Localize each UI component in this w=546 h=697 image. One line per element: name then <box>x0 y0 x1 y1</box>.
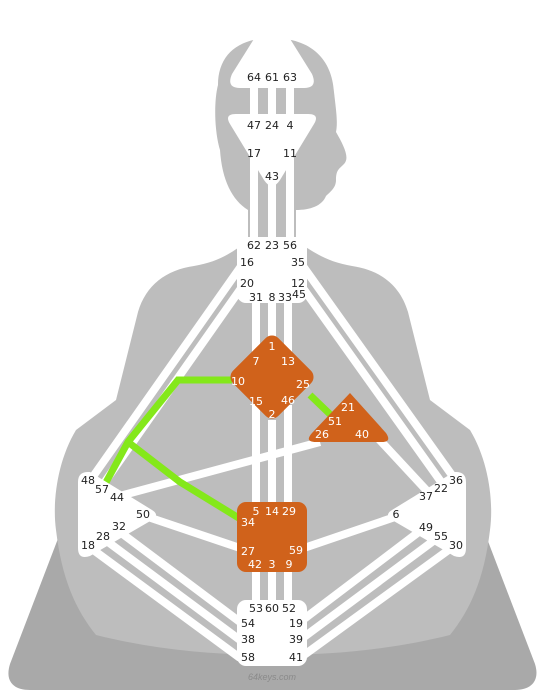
channel-10-57-defined <box>100 376 232 488</box>
gate-label: 34 <box>241 516 255 529</box>
gate-label: 36 <box>449 474 463 487</box>
center-heart <box>308 393 389 442</box>
gate-label: 55 <box>434 530 448 543</box>
channel-12-22 <box>296 281 448 489</box>
gate-label: 30 <box>449 539 463 552</box>
gate-label: 52 <box>282 602 296 615</box>
channel-26-44 <box>114 438 322 501</box>
gate-label: 49 <box>419 521 433 534</box>
gate-label: 14 <box>265 505 279 518</box>
channel-32-54 <box>109 522 243 626</box>
center-head <box>230 10 314 88</box>
center-solar-plexus <box>388 472 466 557</box>
gate-label: 31 <box>249 291 263 304</box>
gate-label: 12 <box>291 277 305 290</box>
gate-label: 1 <box>269 340 276 353</box>
gate-label: 26 <box>315 428 329 441</box>
gate-label: 2 <box>269 408 276 421</box>
gate-label: 51 <box>328 415 342 428</box>
gate-label: 18 <box>81 539 95 552</box>
gate-label: 43 <box>265 170 279 183</box>
gate-label: 60 <box>265 602 279 615</box>
gate-label: 54 <box>241 617 255 630</box>
channel-34-57-defined <box>125 439 244 523</box>
gate-label: 3 <box>269 558 276 571</box>
gate-label: 27 <box>241 545 255 558</box>
gate-label: 39 <box>289 633 303 646</box>
channel-59-6 <box>302 512 400 552</box>
gate-label: 46 <box>281 394 295 407</box>
center-sacral <box>237 502 307 572</box>
gate-label: 25 <box>296 378 310 391</box>
gate-numbers: 64 61 63 47 24 4 17 11 43 62 23 56 16 35… <box>81 71 463 664</box>
gate-label: 53 <box>249 602 263 615</box>
channel-35-36 <box>296 259 458 481</box>
gate-label: 4 <box>287 119 294 132</box>
gate-label: 29 <box>282 505 296 518</box>
gate-label: 42 <box>248 558 262 571</box>
gate-label: 19 <box>289 617 303 630</box>
gate-label: 40 <box>355 428 369 441</box>
gate-label: 59 <box>289 544 303 557</box>
gate-label: 6 <box>393 508 400 521</box>
gate-label: 62 <box>247 239 261 252</box>
centers <box>78 10 466 666</box>
gate-label: 63 <box>283 71 297 84</box>
channel-50-27 <box>146 513 242 552</box>
gate-label: 5 <box>253 505 260 518</box>
channel-18-58 <box>85 542 243 662</box>
gate-label: 15 <box>249 395 263 408</box>
center-g <box>230 335 314 419</box>
gate-label: 13 <box>281 355 295 368</box>
gate-label: 56 <box>283 239 297 252</box>
gate-label: 11 <box>283 147 297 160</box>
center-spleen <box>78 472 156 557</box>
gate-label: 22 <box>434 482 448 495</box>
channel-55-39 <box>297 532 443 644</box>
channel-40-37 <box>373 433 431 495</box>
gate-label: 16 <box>240 256 254 269</box>
gate-label: 33 <box>278 291 292 304</box>
gate-label: 64 <box>247 71 261 84</box>
gate-label: 24 <box>265 119 279 132</box>
gate-label: 37 <box>419 490 433 503</box>
center-ajna <box>228 114 316 186</box>
channel-49-19 <box>297 524 427 626</box>
center-throat <box>237 237 307 303</box>
gate-label: 23 <box>265 239 279 252</box>
gate-label: 35 <box>291 256 305 269</box>
gate-label: 44 <box>110 491 124 504</box>
channel-16-48 <box>88 259 248 481</box>
gate-label: 38 <box>241 633 255 646</box>
channels-inactive <box>85 88 458 662</box>
gate-label: 7 <box>253 355 260 368</box>
gate-label: 20 <box>240 277 254 290</box>
gate-label: 9 <box>286 558 293 571</box>
gate-label: 28 <box>96 530 110 543</box>
watermark: 64keys.com <box>248 672 297 682</box>
gate-label: 10 <box>231 375 245 388</box>
gate-label: 57 <box>95 483 109 496</box>
gate-label: 50 <box>136 508 150 521</box>
gate-label: 47 <box>247 119 261 132</box>
gate-label: 58 <box>241 651 255 664</box>
channel-30-41 <box>297 542 457 662</box>
gate-label: 61 <box>265 71 279 84</box>
gate-label: 17 <box>247 147 261 160</box>
center-root <box>237 600 307 666</box>
gate-label: 41 <box>289 651 303 664</box>
gate-label: 21 <box>341 401 355 414</box>
gate-label: 32 <box>112 520 126 533</box>
gate-label: 45 <box>292 288 306 301</box>
gate-label: 48 <box>81 474 95 487</box>
gate-label: 8 <box>269 291 276 304</box>
channel-28-38 <box>97 532 243 644</box>
